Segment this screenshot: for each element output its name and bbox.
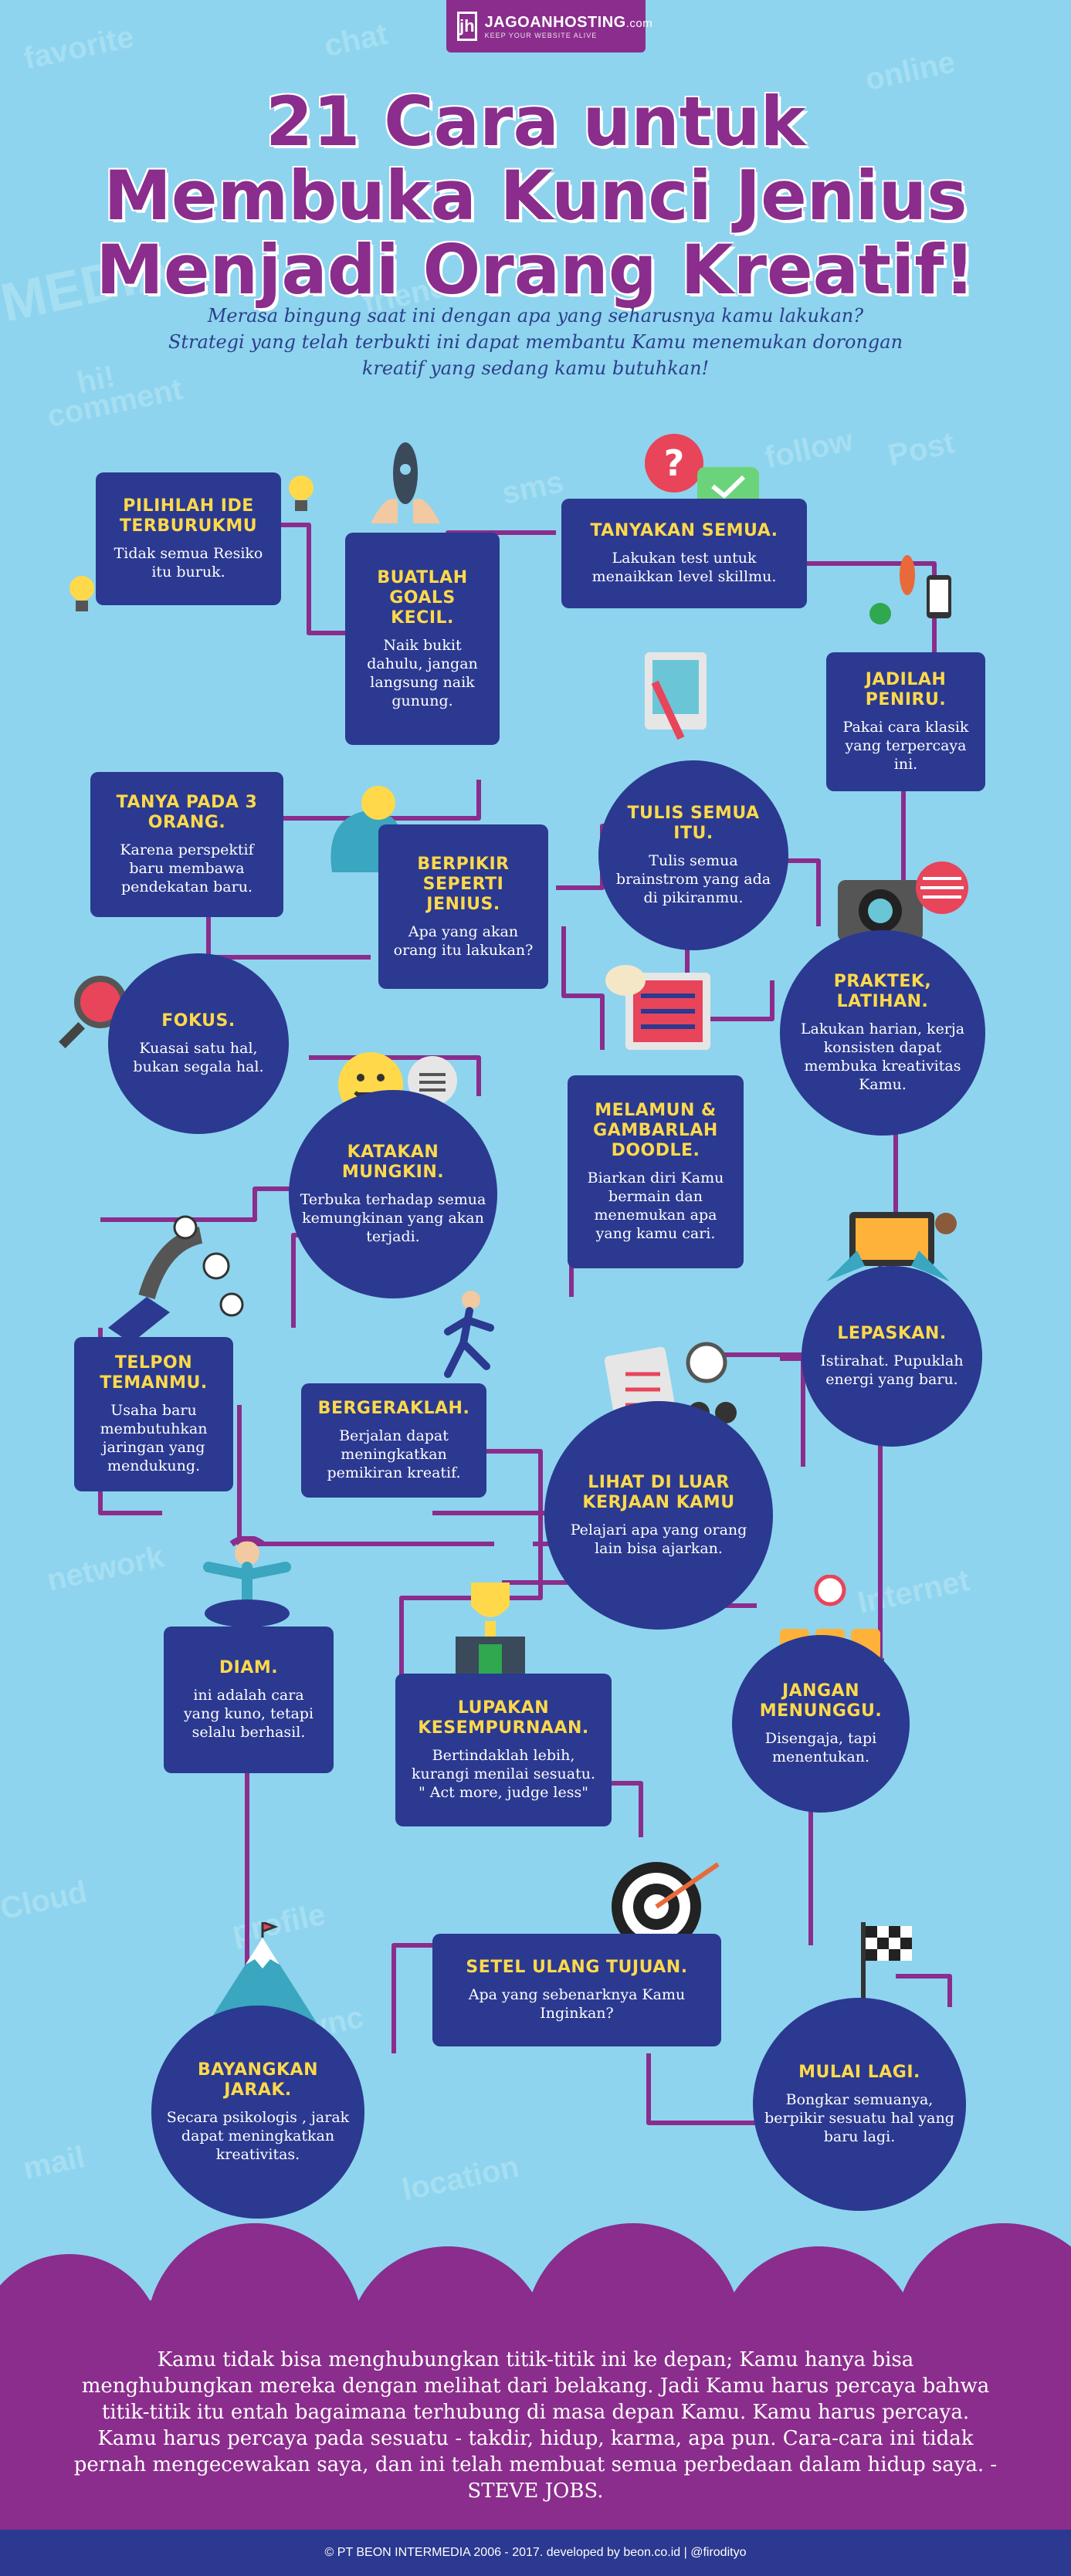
step-card: BERGERAKLAH. Berjalan dapat meningkatkan… bbox=[301, 1383, 486, 1498]
step-text: Naik bukit dahulu, jangan langsung naik … bbox=[367, 636, 478, 709]
step-card: TANYAKAN SEMUA. Lakukan test untuk menai… bbox=[561, 499, 807, 608]
page-subtitle: Merasa bingung saat ini dengan apa yang … bbox=[0, 303, 1071, 381]
magnifier-icon bbox=[54, 973, 131, 1058]
step-card: LUPAKAN KESEMPURNAAN. Bertindaklah lebih… bbox=[395, 1674, 612, 1826]
step-text: ini adalah cara yang kuno, tetapi selalu… bbox=[183, 1687, 314, 1741]
tablet-hands-icon bbox=[819, 1204, 957, 1289]
title-line: 21 Cara untuk bbox=[265, 82, 805, 161]
step-circle: LEPASKAN. Istirahat. Pupuklah energi yan… bbox=[802, 1266, 982, 1447]
step-title: LUPAKAN KESEMPURNAAN. bbox=[418, 1698, 589, 1738]
subtitle-line: kreatif yang sedang kamu butuhkan! bbox=[361, 357, 710, 379]
step-title: TANYAKAN SEMUA. bbox=[590, 521, 778, 540]
step-text: Karena perspektif baru membawa pendekata… bbox=[120, 841, 254, 895]
step-text: Secara psikologis , jarak dapat meningka… bbox=[166, 2109, 350, 2163]
step-text: Disengaja, tapi menentukan. bbox=[764, 1730, 877, 1765]
bottom-section bbox=[0, 2300, 1071, 2530]
step-title: BUATLAH GOALS KECIL. bbox=[377, 567, 468, 628]
step-circle: JANGAN MENUNGGU. Disengaja, tapi menentu… bbox=[732, 1635, 910, 1813]
step-title: DIAM. bbox=[219, 1658, 279, 1677]
logo-text: JAGOANHOSTING.com KEEP YOUR WEBSITE ALIV… bbox=[485, 14, 653, 39]
step-text: Lakukan test untuk menaikkan level skill… bbox=[591, 550, 777, 585]
phone-hand-icon bbox=[100, 1212, 255, 1343]
step-circle: MULAI LAGI. Bongkar semuanya, berpikir s… bbox=[753, 1998, 966, 2211]
step-text: Pelajari apa yang orang lain bisa ajarka… bbox=[570, 1522, 747, 1557]
step-title: SETEL ULANG TUJUAN. bbox=[466, 1958, 688, 1977]
step-circle: FOKUS. Kuasai satu hal, bukan segala hal… bbox=[108, 953, 289, 1134]
step-title: BERPIKIR SEPERTI JENIUS. bbox=[417, 854, 510, 914]
brand-logo[interactable]: jh JAGOANHOSTING.com KEEP YOUR WEBSITE A… bbox=[446, 0, 652, 52]
logo-suffix: .com bbox=[625, 16, 653, 30]
step-title: LIHAT DI LUAR KERJAAN KAMU bbox=[582, 1473, 735, 1512]
step-title: TANYA PADA 3 ORANG. bbox=[116, 793, 258, 832]
step-text: Tidak semua Resiko itu buruk. bbox=[114, 545, 263, 581]
step-title: FOKUS. bbox=[161, 1011, 236, 1031]
subtitle-line: Merasa bingung saat ini dengan apa yang … bbox=[207, 305, 864, 327]
step-title: TELPON TEMANMU. bbox=[100, 1353, 208, 1393]
page-title: 21 Cara untuk Membuka Kunci Jenius Menja… bbox=[0, 85, 1071, 307]
step-circle: KATAKAN MUNGKIN. Terbuka terhadap semua … bbox=[289, 1090, 497, 1298]
step-text: Kuasai satu hal, bukan segala hal. bbox=[133, 1040, 264, 1075]
step-card: TANYA PADA 3 ORANG. Karena perspektif ba… bbox=[90, 772, 283, 917]
step-text: Biarkan diri Kamu bermain dan menemukan … bbox=[587, 1170, 724, 1242]
step-title: MULAI LAGI. bbox=[798, 2063, 920, 2082]
palette-icon bbox=[602, 957, 741, 1065]
step-card: JADILAH PENIRU. Pakai cara klasik yang t… bbox=[826, 652, 985, 791]
step-text: Apa yang akan orang itu lakukan? bbox=[393, 922, 534, 959]
rocket-phone-icon bbox=[865, 544, 957, 645]
title-line: Membuka Kunci Jenius bbox=[103, 156, 968, 235]
step-circle: TULIS SEMUA ITU. Tulis semua brainstrom … bbox=[598, 760, 788, 950]
subtitle-line: Strategi yang telah terbukti ini dapat m… bbox=[168, 331, 903, 353]
rocket-icon bbox=[363, 438, 448, 531]
step-title: JANGAN MENUNGGU. bbox=[759, 1681, 883, 1721]
step-circle: PRAKTEK, LATIHAN. Lakukan harian, kerja … bbox=[780, 930, 985, 1136]
lightbulb-icon bbox=[286, 472, 317, 519]
step-text: Tulis semua brainstrom yang ada di pikir… bbox=[615, 852, 771, 906]
step-text: Bertindaklah lebih, kurangi menilai sesu… bbox=[412, 1747, 595, 1801]
step-card: BERPIKIR SEPERTI JENIUS. Apa yang akan o… bbox=[378, 824, 548, 989]
trophy-icon bbox=[456, 1575, 525, 1675]
step-text: Usaha baru membutuhkan jaringan yang men… bbox=[100, 1402, 208, 1474]
meditation-icon bbox=[193, 1536, 301, 1637]
step-text: Bongkar semuanya, berpikir sesuatu hal y… bbox=[764, 2091, 954, 2145]
svg-text:?: ? bbox=[664, 442, 685, 484]
step-title: PILIHLAH IDE TERBURUKMU bbox=[119, 496, 258, 536]
tablet-pencil-icon bbox=[633, 648, 718, 741]
step-card: MELAMUN & GAMBARLAH DOODLE. Biarkan diri… bbox=[568, 1075, 744, 1268]
steve-jobs-quote: Kamu tidak bisa menghubungkan titik-titi… bbox=[73, 2348, 998, 2503]
step-title: JADILAH PENIRU. bbox=[865, 670, 947, 709]
step-title: TULIS SEMUA ITU. bbox=[627, 804, 760, 843]
camera-icon bbox=[834, 849, 973, 965]
logo-name: JAGOANHOSTING bbox=[484, 13, 626, 31]
step-circle: LIHAT DI LUAR KERJAAN KAMU Pelajari apa … bbox=[544, 1401, 773, 1630]
logo-tagline: KEEP YOUR WEBSITE ALIVE bbox=[484, 31, 598, 39]
step-card: SETEL ULANG TUJUAN. Apa yang sebenarknya… bbox=[432, 1934, 721, 2046]
step-card: DIAM. ini adalah cara yang kuno, tetapi … bbox=[164, 1627, 334, 1773]
runner-icon bbox=[432, 1289, 502, 1390]
step-card: BUATLAH GOALS KECIL. Naik bukit dahulu, … bbox=[345, 533, 500, 745]
step-title: LEPASKAN. bbox=[837, 1324, 947, 1343]
lightbulb-icon bbox=[66, 573, 97, 619]
step-title: PRAKTEK, LATIHAN. bbox=[833, 972, 932, 1011]
step-text: Berjalan dapat meningkatkan pemikiran kr… bbox=[327, 1427, 461, 1481]
step-text: Pakai cara klasik yang terpercaya ini. bbox=[842, 719, 969, 773]
step-card: TELPON TEMANMU. Usaha baru membutuhkan j… bbox=[74, 1337, 233, 1491]
step-title: BERGERAKLAH. bbox=[317, 1399, 470, 1418]
step-text: Istirahat. Pupuklah energi yang baru. bbox=[820, 1352, 964, 1388]
step-text: Lakukan harian, kerja konsisten dapat me… bbox=[800, 1021, 965, 1093]
step-title: BAYANGKAN JARAK. bbox=[198, 2060, 318, 2100]
step-title: KATAKAN MUNGKIN. bbox=[341, 1142, 445, 1182]
finish-flag-icon bbox=[857, 1922, 919, 1999]
jh-logo-icon: jh bbox=[457, 12, 477, 41]
target-icon bbox=[602, 1853, 726, 1953]
step-circle: BAYANGKAN JARAK. Secara psikologis , jar… bbox=[151, 2006, 364, 2219]
mountain-icon bbox=[208, 1922, 317, 2030]
title-line: Menjadi Orang Kreatif! bbox=[96, 230, 975, 310]
step-card: PILIHLAH IDE TERBURUKMU Tidak semua Resi… bbox=[96, 472, 281, 605]
question-icon: ? bbox=[639, 432, 763, 509]
step-title: MELAMUN & GAMBARLAH DOODLE. bbox=[593, 1101, 718, 1160]
step-text: Terbuka terhadap semua kemungkinan yang … bbox=[300, 1191, 486, 1245]
step-text: Apa yang sebenarknya Kamu Inginkan? bbox=[468, 1986, 686, 2022]
footer-copyright: © PT BEON INTERMEDIA 2006 - 2017. develo… bbox=[0, 2530, 1071, 2576]
